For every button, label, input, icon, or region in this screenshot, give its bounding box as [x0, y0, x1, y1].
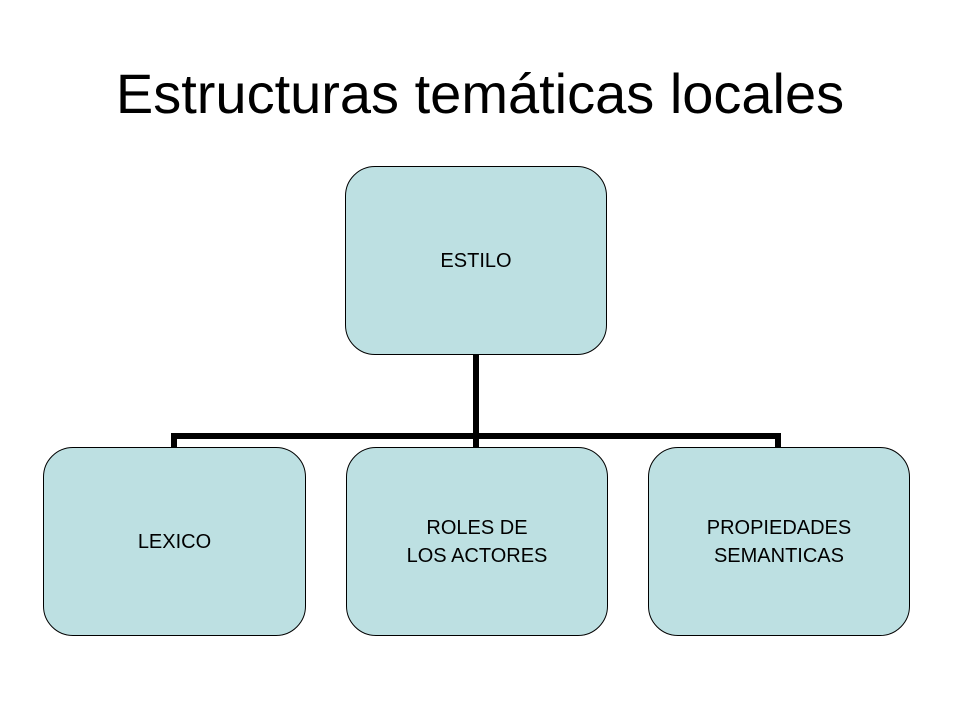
node-roles-de-los-actores: ROLES DE LOS ACTORES: [346, 447, 608, 636]
node-propiedades-label: PROPIEDADES SEMANTICAS: [706, 516, 852, 567]
node-lexico: LEXICO: [43, 447, 306, 636]
slide-title: Estructuras temáticas locales: [115, 62, 845, 125]
node-roles-label: ROLES DE LOS ACTORES: [406, 516, 548, 567]
node-estilo: ESTILO: [345, 166, 607, 355]
node-lexico-label: LEXICO: [137, 530, 212, 553]
node-propiedades-semanticas: PROPIEDADES SEMANTICAS: [648, 447, 910, 636]
node-estilo-label: ESTILO: [440, 249, 512, 272]
